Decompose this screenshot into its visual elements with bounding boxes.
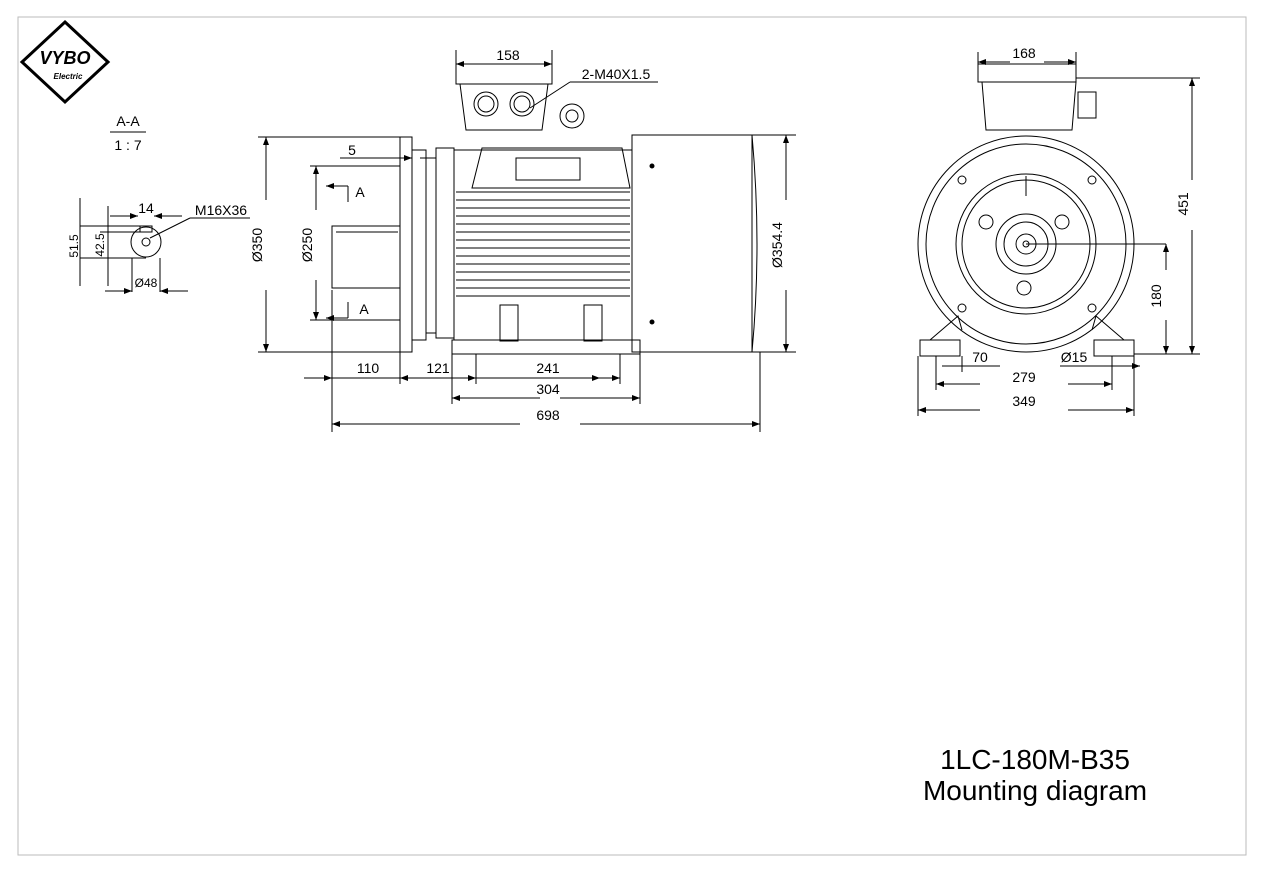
brand-logo: VYBO Electric [19, 19, 111, 105]
dim-279-label: 279 [1012, 369, 1036, 385]
side-view-labels: 158 2-M40X1.5 5 A A Ø350 Ø250 Ø354.4 110… [249, 47, 785, 423]
section-mark-bottom: A [359, 301, 369, 317]
frame-dia-label: Ø354.4 [769, 222, 785, 268]
section-mark-top: A [355, 184, 365, 200]
dim-304-label: 304 [536, 381, 560, 397]
shaft-length-label: 110 [357, 360, 380, 376]
diagram-caption: Mounting diagram [922, 775, 1148, 806]
flange-dia-label: Ø350 [249, 228, 265, 262]
dim-42-5: 42.5 [93, 233, 107, 257]
hole-dia-label: Ø15 [1061, 349, 1088, 365]
dim-70-label: 70 [972, 349, 988, 365]
logo-sub: Electric [54, 72, 83, 81]
front-view-labels: 168 451 180 70 Ø15 279 349 [972, 45, 1191, 409]
side-view-dimensions [258, 50, 796, 432]
dim-51-5: 51.5 [67, 234, 81, 258]
shaft-section-detail [79, 198, 250, 294]
motor-side-view [331, 63, 758, 355]
shaft-section-labels: 14 M16X36 51.5 42.5 Ø48 [67, 200, 247, 290]
dim-241-label: 241 [536, 360, 560, 376]
cable-gland-label: 2-M40X1.5 [582, 66, 651, 82]
model-title: 1LC-180M-B35 [940, 744, 1130, 775]
section-label: A-A 1 : 7 [110, 113, 146, 153]
overall-length-label: 698 [536, 407, 560, 423]
section-name: A-A [116, 113, 140, 129]
dim-349-label: 349 [1012, 393, 1036, 409]
section-scale: 1 : 7 [114, 137, 141, 153]
spigot-dia-label: Ø250 [299, 228, 315, 262]
motor-front-view [917, 63, 1166, 357]
thread-label: M16X36 [195, 202, 247, 218]
front-view-dimensions [917, 52, 1200, 416]
front-terminal-box-label: 168 [1012, 45, 1036, 61]
logo-brand: VYBO [39, 48, 90, 68]
shaft-height-label: 180 [1148, 284, 1164, 308]
sheet-border [17, 16, 1247, 856]
key-width-label: 14 [138, 200, 154, 216]
dim-121-label: 121 [426, 360, 450, 376]
total-height-label: 451 [1175, 192, 1191, 216]
shaft-dia-label: Ø48 [135, 276, 158, 290]
flange-gap-label: 5 [348, 142, 356, 158]
terminal-box-width-label: 158 [496, 47, 520, 63]
title-block: 1LC-180M-B35 Mounting diagram [880, 744, 1190, 806]
